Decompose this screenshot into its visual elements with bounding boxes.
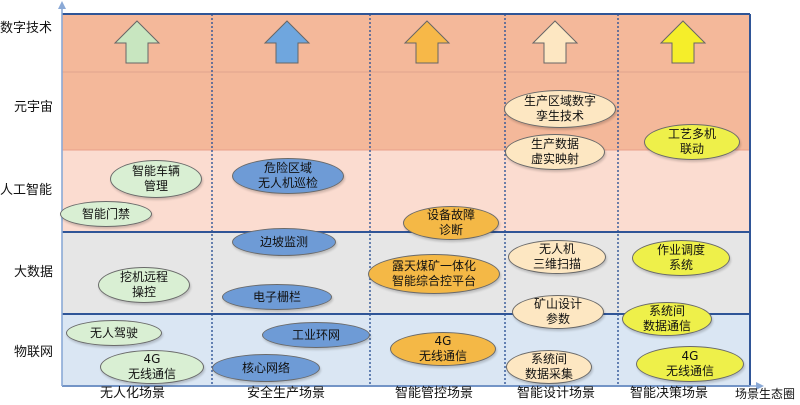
node-data-communication: 系统间数据通信 <box>622 302 712 336</box>
row-label-digital-tech: 数字技术 <box>0 21 53 36</box>
node-smart-vehicle: 智能车辆管理 <box>110 160 202 198</box>
up-arrow-icon <box>403 20 451 64</box>
node-slope-monitoring: 边坡监测 <box>232 228 336 256</box>
col-label-design: 智能设计场景 <box>517 386 596 401</box>
node-core-network: 核心网络 <box>212 354 320 382</box>
up-arrow-icon <box>531 20 579 64</box>
up-arrow-icon <box>113 20 161 64</box>
y-axis-arrowhead <box>58 1 66 9</box>
node-unmanned-driving: 无人驾驶 <box>66 320 162 346</box>
col-label-decision: 智能决策场景 <box>630 386 709 401</box>
x-axis-name: 场景生态圈 <box>735 387 796 401</box>
col-label-unmanned: 无人化场景 <box>100 386 166 401</box>
node-data-collection: 系统间数据采集 <box>506 350 592 384</box>
row-label-big-data: 大数据 <box>14 265 54 280</box>
node-open-pit-platform: 露天煤矿一体化智能综合控平台 <box>368 254 500 294</box>
node-mine-design: 矿山设计参数 <box>512 295 604 329</box>
node-process-linkage: 工艺多机联动 <box>644 124 740 160</box>
row-label-iot: 物联网 <box>14 345 54 360</box>
node-electronic-fence: 电子栅栏 <box>222 284 332 310</box>
row-label-metaverse: 元宇宙 <box>14 100 54 115</box>
node-danger-zone-drone: 危险区域无人机巡检 <box>232 158 344 194</box>
node-excavator-remote: 挖机远程操控 <box>98 267 190 303</box>
node-digital-twin: 生产区域数字孪生技术 <box>504 90 616 128</box>
up-arrow-icon <box>263 20 311 64</box>
node-data-mapping: 生产数据虚实映射 <box>505 134 605 170</box>
up-arrow-icon <box>659 20 707 64</box>
x-axis-arrowhead <box>756 382 764 390</box>
row-band-metaverse <box>62 72 750 150</box>
node-fault-diagnosis: 设备故障诊断 <box>403 206 499 240</box>
col-label-control: 智能管控场景 <box>395 386 474 401</box>
node-dispatch-system: 作业调度系统 <box>632 240 730 276</box>
node-smart-gate: 智能门禁 <box>60 201 152 227</box>
node-industrial-ring: 工业环网 <box>262 322 370 348</box>
node-drone-3d-scan: 无人机三维扫描 <box>508 240 606 274</box>
col-label-safety: 安全生产场景 <box>247 386 326 401</box>
row-label-ai: 人工智能 <box>0 183 53 198</box>
